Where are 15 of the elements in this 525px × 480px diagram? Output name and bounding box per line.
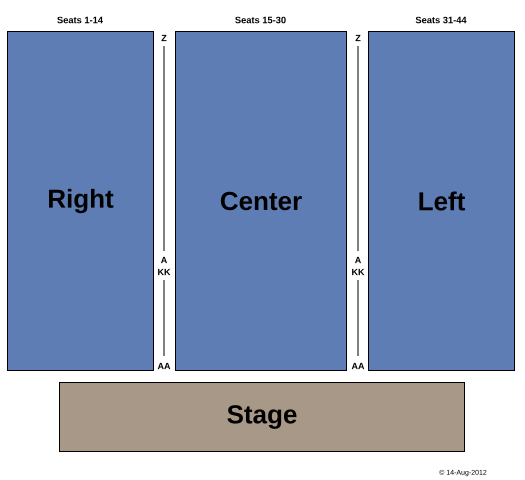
seating-section: Left — [368, 31, 515, 371]
row-label: KK — [352, 268, 364, 276]
row-label: A — [354, 256, 361, 264]
section-heading: Seats 15-30 — [235, 16, 286, 24]
row-label: A — [160, 256, 167, 264]
row-label: Z — [356, 34, 360, 42]
stage-box: Stage — [59, 382, 465, 452]
row-label: AA — [352, 362, 364, 370]
row-label: AA — [158, 362, 170, 370]
section-heading: Seats 31-44 — [416, 16, 467, 24]
row-label: Z — [162, 34, 166, 42]
seating-section: Right — [7, 31, 154, 371]
section-heading: Seats 1-14 — [57, 16, 103, 24]
row-label: KK — [158, 268, 170, 276]
seating-section: Center — [175, 31, 347, 371]
